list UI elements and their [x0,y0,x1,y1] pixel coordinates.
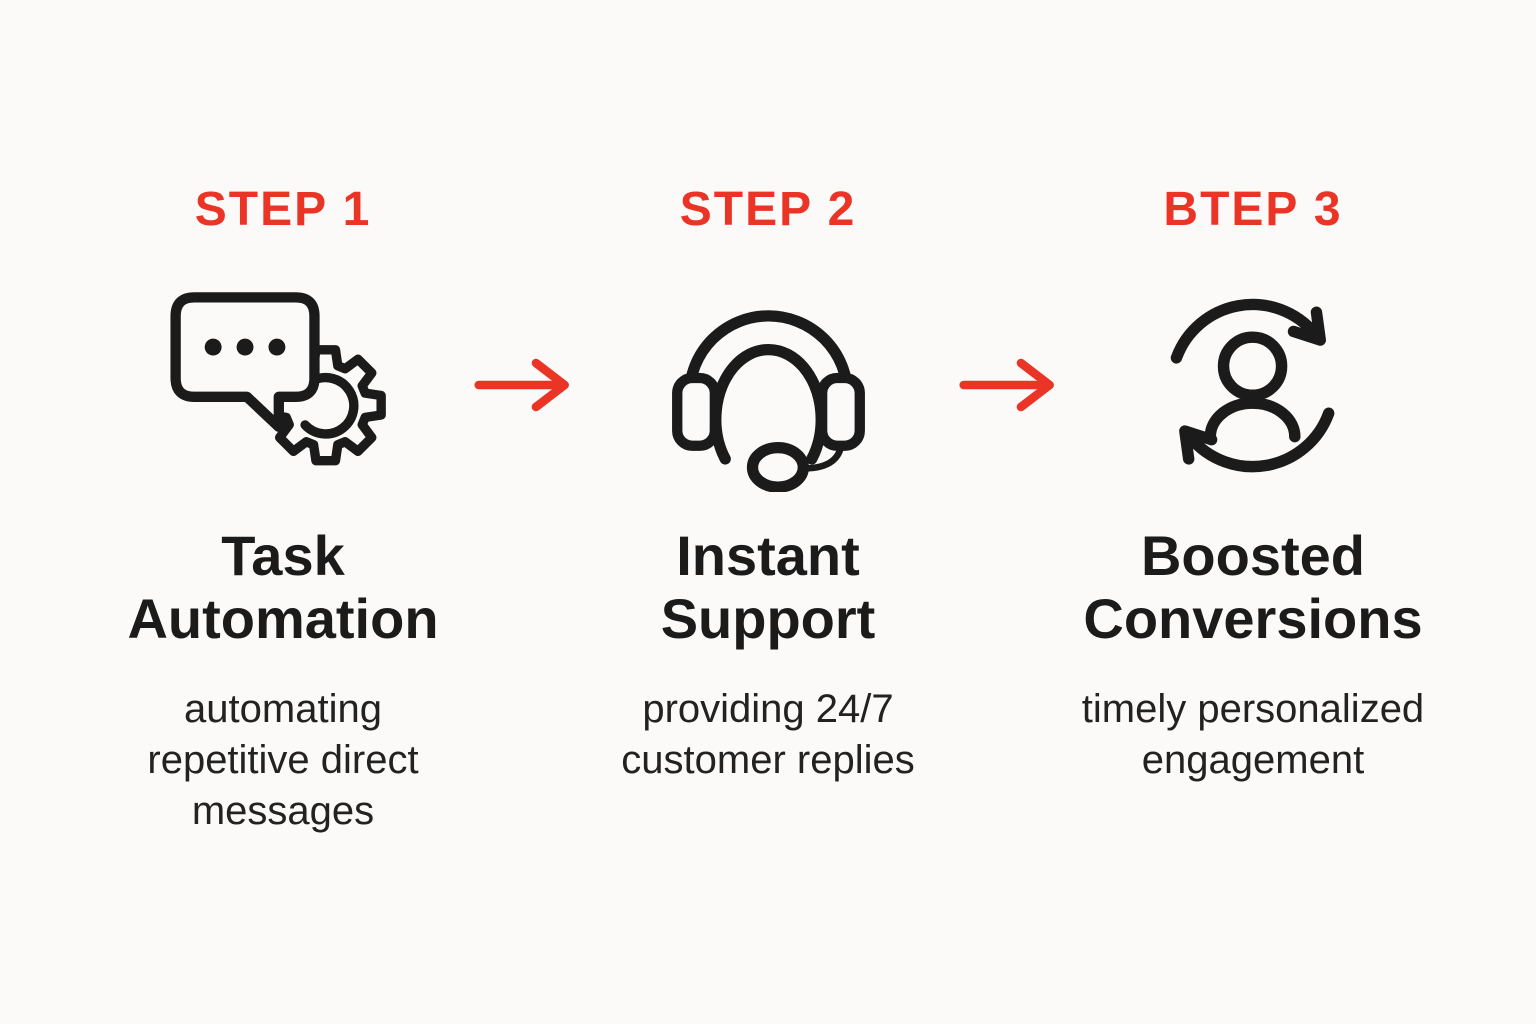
step-1-title: Task Automation [127,524,438,651]
step-3-icon-wrap [1154,288,1352,484]
step-3-description: timely personalized engagement [1082,684,1424,786]
step-1-label: STEP 1 [194,183,372,236]
connector-2 [959,353,1054,417]
step-3-desc-line-1: timely personalized [1081,686,1425,731]
step-2-desc-line-1: providing 24/7 [642,686,894,731]
connector-1 [474,353,569,417]
step-2-column: STEP 2 Instant Support [558,186,978,786]
step-1-icon-wrap [166,288,401,484]
step-1-desc-line-2: repetitive direct [147,737,419,782]
step-2-title-line-2: Support [660,587,876,651]
headset-icon [671,310,865,492]
step-2-desc-line-2: customer replies [621,737,915,782]
step-2-title: Instant Support [661,524,876,651]
step-2-title-line-1: Instant [676,524,860,587]
step-1-description: automating repetitive direct messages [147,684,418,838]
step-1-title-line-2: Automation [127,587,439,651]
chat-gear-icon [169,291,386,465]
step-3-title-line-2: Conversions [1083,587,1423,651]
step-2-label: STEP 2 [679,183,857,236]
step-1-desc-line-1: automating [184,686,382,731]
step-1-title-line-1: Task [221,524,345,587]
right-arrow-icon [474,358,569,412]
person-sync-icon [1170,298,1335,473]
step-3-title: Boosted Conversions [1083,524,1422,651]
step-3-column: BTEP 3 [1043,186,1463,786]
step-2-icon-wrap [665,288,872,492]
step-2-description: providing 24/7 customer replies [621,684,914,786]
step-3-desc-line-2: engagement [1141,737,1365,782]
step-1-desc-line-3: messages [191,788,375,833]
right-arrow-icon [959,358,1054,412]
step-3-title-line-1: Boosted [1140,524,1365,587]
step-1-column: STEP 1 Task Automation automating [73,186,493,837]
steps-row: STEP 1 Task Automation automating [73,0,1463,1024]
step-3-label: BTEP 3 [1163,183,1343,236]
